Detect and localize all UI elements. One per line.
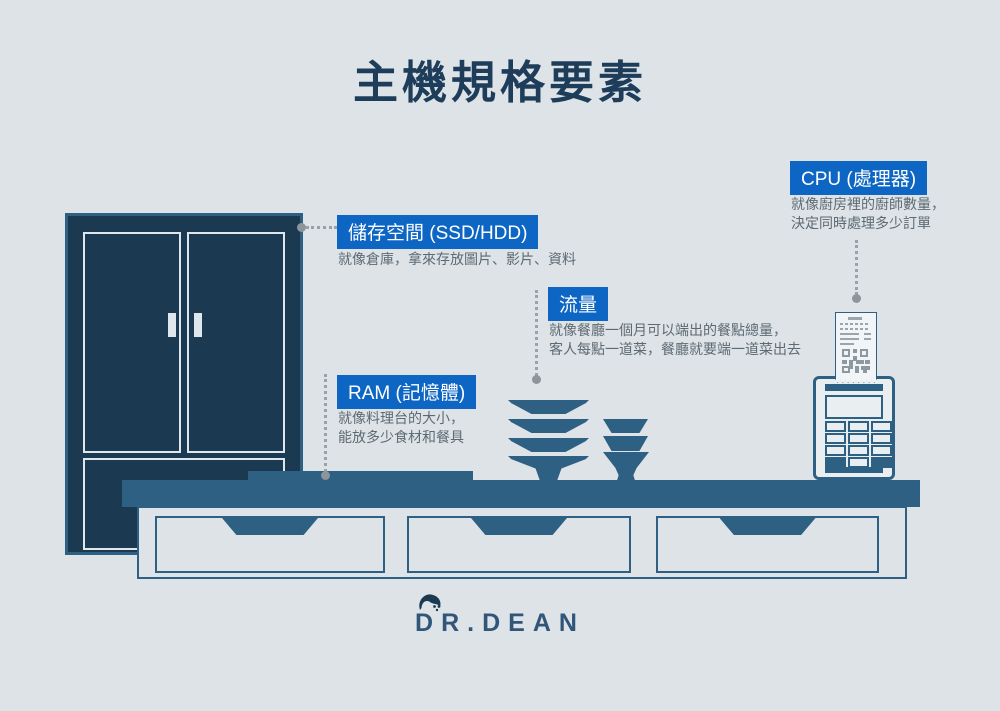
- pos-key: [825, 421, 846, 432]
- connector-dot-traffic: [532, 375, 541, 384]
- desc-ram-line2: 能放多少食材和餐具: [338, 429, 464, 445]
- logo-text: DR.DEAN: [415, 609, 585, 637]
- wardrobe-right-handle: [194, 313, 202, 337]
- desc-storage: 就像倉庫，拿來存放圖片、影片、資料: [338, 251, 576, 267]
- page-title: 主機規格要素: [352, 57, 647, 108]
- desc-cpu-line1: 就像廚房裡的廚師數量，: [791, 196, 945, 212]
- qr-code-icon: [842, 349, 870, 373]
- pos-key: [871, 421, 892, 432]
- desc-cpu: 就像廚房裡的廚師數量， 決定同時處理多少訂單: [791, 195, 945, 233]
- connector-dot-storage: [297, 223, 306, 232]
- receipt-text-line: [864, 338, 871, 340]
- desc-ram: 就像料理台的大小， 能放多少食材和餐具: [338, 409, 464, 447]
- connector-line-storage: [306, 226, 337, 229]
- counter-drawer: [407, 516, 631, 573]
- bowl-cup-icon: [603, 452, 649, 481]
- desc-ram-line1: 就像料理台的大小，: [338, 410, 464, 426]
- receipt-dotted-row: [840, 323, 870, 325]
- counter-back-ledge: [248, 471, 473, 482]
- plate-pedestal-icon: [508, 456, 589, 482]
- drawer-handle-icon: [471, 518, 567, 535]
- connector-line-cpu: [855, 240, 858, 295]
- receipt-text-line: [840, 343, 854, 345]
- pos-base-bar: [825, 467, 883, 473]
- desc-traffic: 就像餐廳一個月可以端出的餐點總量， 客人每點一道菜，餐廳就要端一道菜出去: [549, 321, 801, 359]
- brand-logo: DR.DEAN: [0, 593, 1000, 638]
- wardrobe-left-handle: [168, 313, 176, 337]
- connector-dot-cpu: [852, 294, 861, 303]
- label-storage: 儲存空間 (SSD/HDD): [337, 215, 539, 249]
- receipt-text-line: [864, 333, 871, 335]
- wardrobe-left-door: [83, 232, 181, 453]
- receipt-text-line: [840, 333, 859, 335]
- desc-cpu-line2: 決定同時處理多少訂單: [791, 215, 931, 231]
- logo-face-icon: [419, 594, 441, 612]
- counter-drawer: [656, 516, 879, 573]
- receipt-icon: [835, 312, 877, 383]
- drawer-handle-icon: [719, 518, 816, 535]
- countertop: [122, 480, 920, 507]
- connector-line-ram: [324, 374, 327, 472]
- pos-screen: [825, 395, 883, 419]
- receipt-slot: [825, 384, 883, 391]
- pos-key: [825, 445, 846, 456]
- plate-icon: [508, 438, 589, 452]
- plate-icon: [508, 419, 589, 433]
- receipt-dotted-row: [840, 328, 870, 330]
- bowl-icon: [603, 419, 648, 433]
- desc-traffic-line2: 客人每點一道菜，餐廳就要端一道菜出去: [549, 341, 801, 357]
- pos-terminal-icon: [813, 376, 895, 480]
- receipt-text-line: [840, 338, 859, 340]
- pos-key: [871, 445, 892, 456]
- label-traffic: 流量: [548, 287, 609, 321]
- bowl-icon: [603, 436, 648, 451]
- pos-key: [848, 445, 869, 456]
- drawer-handle-icon: [222, 518, 318, 535]
- connector-dot-ram: [321, 471, 330, 480]
- counter-drawer: [155, 516, 385, 573]
- plate-icon: [508, 400, 589, 414]
- connector-line-traffic: [535, 290, 538, 376]
- receipt-header-bar: [848, 317, 862, 320]
- pos-key: [848, 433, 869, 444]
- pos-key: [848, 421, 869, 432]
- wardrobe-right-door: [187, 232, 285, 453]
- label-cpu: CPU (處理器): [790, 161, 928, 195]
- pos-key: [871, 433, 892, 444]
- desc-traffic-line1: 就像餐廳一個月可以端出的餐點總量，: [549, 322, 787, 338]
- label-ram: RAM (記憶體): [337, 375, 477, 409]
- pos-key: [825, 433, 846, 444]
